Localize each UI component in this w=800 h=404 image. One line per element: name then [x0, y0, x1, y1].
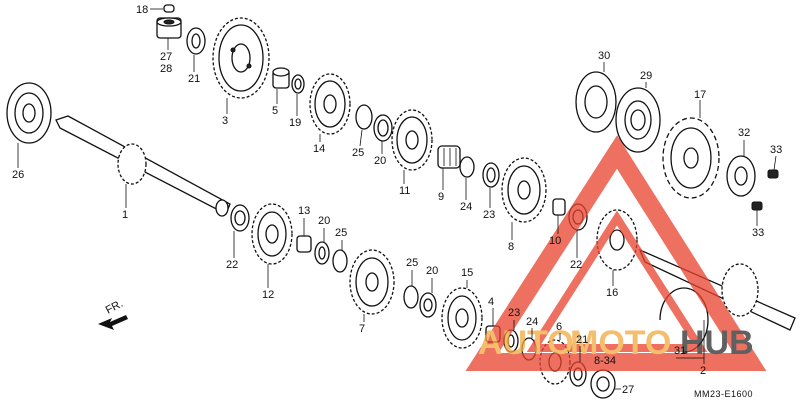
- part-13-bushing: [296, 235, 312, 253]
- part-3-gear: [212, 17, 270, 99]
- label-27: 27: [160, 51, 172, 63]
- label-15: 15: [461, 267, 473, 279]
- part-30-oil-seal: [575, 71, 617, 133]
- label-25-lower: 25: [406, 257, 418, 269]
- diagram-code: MM23-E1600: [694, 389, 753, 399]
- label-29: 29: [640, 70, 652, 82]
- label-1: 1: [122, 209, 128, 221]
- part-11-gear: [391, 109, 433, 171]
- label-20-mid: 20: [318, 215, 330, 227]
- callout-labels: 18 27 28 21 3 5 19 14 25 20 11 9 24 23 8…: [12, 4, 782, 399]
- label-17: 17: [694, 89, 706, 101]
- part-22-washer-left: [230, 204, 250, 232]
- part-15-gear: [441, 287, 483, 349]
- label-20-lower: 20: [426, 265, 438, 277]
- label-8-34: 8-34: [594, 355, 616, 367]
- label-33-upper: 33: [770, 144, 782, 156]
- part-9-needle-bearing: [437, 145, 461, 169]
- label-22-right: 22: [570, 259, 582, 271]
- part-33-bolt-lower: [751, 201, 763, 211]
- part-32-fixing-plate: [726, 155, 756, 197]
- part-2-countershaft: [638, 248, 796, 331]
- part-27-bearing-lower: [590, 369, 616, 399]
- part-20-washer-lower: [419, 292, 437, 318]
- label-24-lower: 24: [526, 316, 538, 328]
- part-16-gear: [596, 209, 638, 271]
- part-19-washer: [291, 74, 305, 94]
- part-7-gear: [349, 249, 395, 315]
- part-8-gear: [501, 157, 547, 223]
- label-31: 31: [674, 345, 686, 357]
- part-20-washer-mid: [314, 241, 330, 265]
- label-2: 2: [700, 365, 706, 377]
- part-1-mainshaft: [55, 115, 231, 217]
- part-27-28-bushing: [156, 17, 182, 39]
- label-4: 4: [488, 296, 494, 308]
- part-20-washer-upper: [373, 114, 393, 142]
- label-24: 24: [460, 201, 472, 213]
- label-23-lower: 23: [508, 307, 520, 319]
- label-7: 7: [359, 323, 365, 335]
- part-24-circlip-upper: [459, 156, 475, 178]
- part-25-circlip-mid: [332, 249, 348, 273]
- label-10: 10: [549, 235, 561, 247]
- label-11: 11: [399, 185, 410, 197]
- part-26-bearing: [6, 82, 52, 144]
- watermark-hub-text: HUB: [680, 324, 754, 362]
- watermark-moto-text: MOTO: [570, 324, 671, 362]
- front-direction-arrow: [98, 315, 128, 330]
- label-12: 12: [262, 289, 274, 301]
- label-21: 21: [188, 73, 200, 85]
- part-21-washer: [186, 27, 206, 55]
- part-18-pin: [150, 4, 175, 13]
- label-14: 14: [313, 143, 325, 155]
- label-28: 28: [160, 63, 172, 75]
- part-23-washer-upper: [482, 162, 500, 188]
- label-30: 30: [598, 50, 610, 62]
- part-5-collar: [272, 67, 290, 89]
- label-25-mid: 25: [335, 227, 347, 239]
- label-6: 6: [556, 321, 562, 333]
- label-22-left: 22: [226, 259, 238, 271]
- part-14-gear: [309, 73, 351, 135]
- label-19: 19: [289, 117, 301, 129]
- label-23: 23: [483, 209, 495, 221]
- label-16: 16: [606, 287, 618, 299]
- part-25-circlip-upper: [355, 104, 373, 130]
- label-3: 3: [222, 115, 228, 127]
- label-32: 32: [738, 127, 750, 139]
- watermark-auto-text: AUTO: [478, 324, 574, 362]
- label-20: 20: [374, 155, 386, 167]
- part-10-collar: [552, 198, 566, 216]
- label-13: 13: [298, 205, 310, 217]
- label-5: 5: [272, 105, 278, 117]
- label-9: 9: [438, 191, 444, 203]
- part-17-sprocket: [662, 117, 720, 199]
- part-25-circlip-lower: [403, 285, 419, 309]
- label-21-lower: 21: [576, 334, 588, 346]
- part-29-bearing: [615, 87, 661, 153]
- label-33-lower: 33: [752, 227, 764, 239]
- front-marker-label: FR.: [104, 298, 125, 317]
- label-18: 18: [136, 4, 148, 16]
- label-8: 8: [508, 241, 514, 253]
- part-33-bolt-upper: [767, 169, 779, 179]
- part-12-gear: [251, 203, 293, 265]
- label-25: 25: [352, 147, 364, 159]
- label-26: 26: [12, 169, 24, 181]
- automotohub-watermark: AUTO MOTO HUB: [465, 135, 767, 371]
- label-27-lower: 27: [622, 384, 634, 396]
